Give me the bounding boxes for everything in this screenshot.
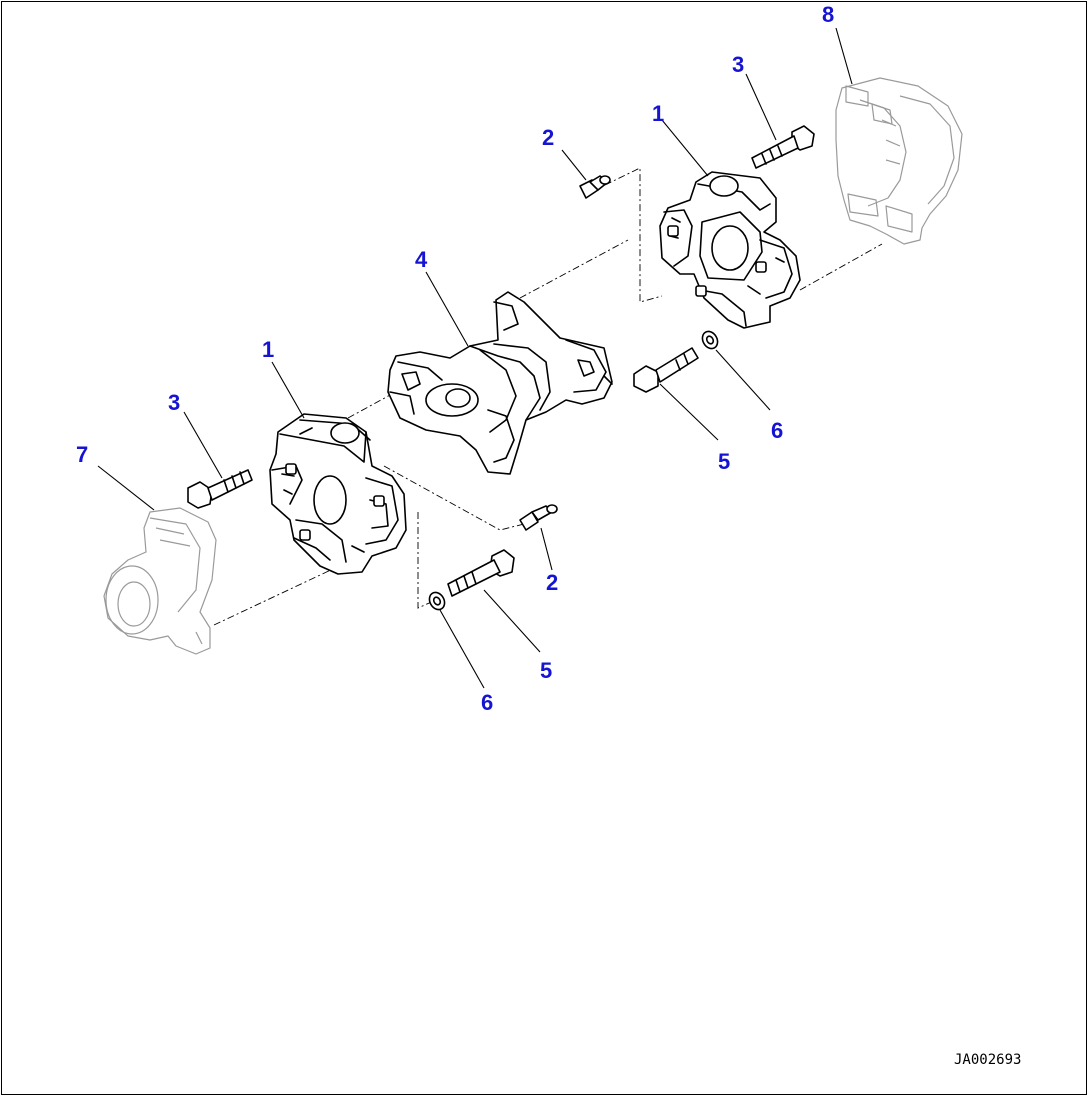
leader-lines xyxy=(97,27,853,689)
bolt-long-right-part xyxy=(633,347,699,393)
callout-7: 7 xyxy=(76,442,88,467)
callout-5-left: 5 xyxy=(540,658,552,683)
callout-2-lower: 2 xyxy=(546,570,558,595)
drawing-code: JA002693 xyxy=(954,1052,1021,1068)
callout-5-right: 5 xyxy=(718,449,730,474)
callout-3-left: 3 xyxy=(168,390,180,415)
callout-2-upper: 2 xyxy=(542,125,554,150)
callouts: 1 1 2 2 3 3 4 5 5 6 6 7 8 xyxy=(76,2,834,715)
callout-6-left: 6 xyxy=(481,690,493,715)
grease-nipple-upper-part xyxy=(579,175,611,199)
grease-nipple-lower-part xyxy=(519,504,558,531)
bolt-left-part xyxy=(187,469,253,509)
flange-left-part xyxy=(103,507,217,655)
washer-right-part xyxy=(701,330,719,350)
washer-left-part xyxy=(428,591,446,611)
drive-shaft-part xyxy=(387,291,613,475)
callout-1-left: 1 xyxy=(262,337,274,362)
callout-6-right: 6 xyxy=(771,418,783,443)
callout-4: 4 xyxy=(415,247,428,272)
callout-1-right: 1 xyxy=(652,101,664,126)
spider-left-part xyxy=(269,413,407,575)
callout-3-right: 3 xyxy=(732,52,744,77)
flange-right-part xyxy=(835,77,963,245)
spider-right-part xyxy=(659,171,801,329)
bolt-long-left-part xyxy=(447,549,515,597)
bolt-right-part xyxy=(751,125,815,169)
callout-8: 8 xyxy=(822,2,834,27)
